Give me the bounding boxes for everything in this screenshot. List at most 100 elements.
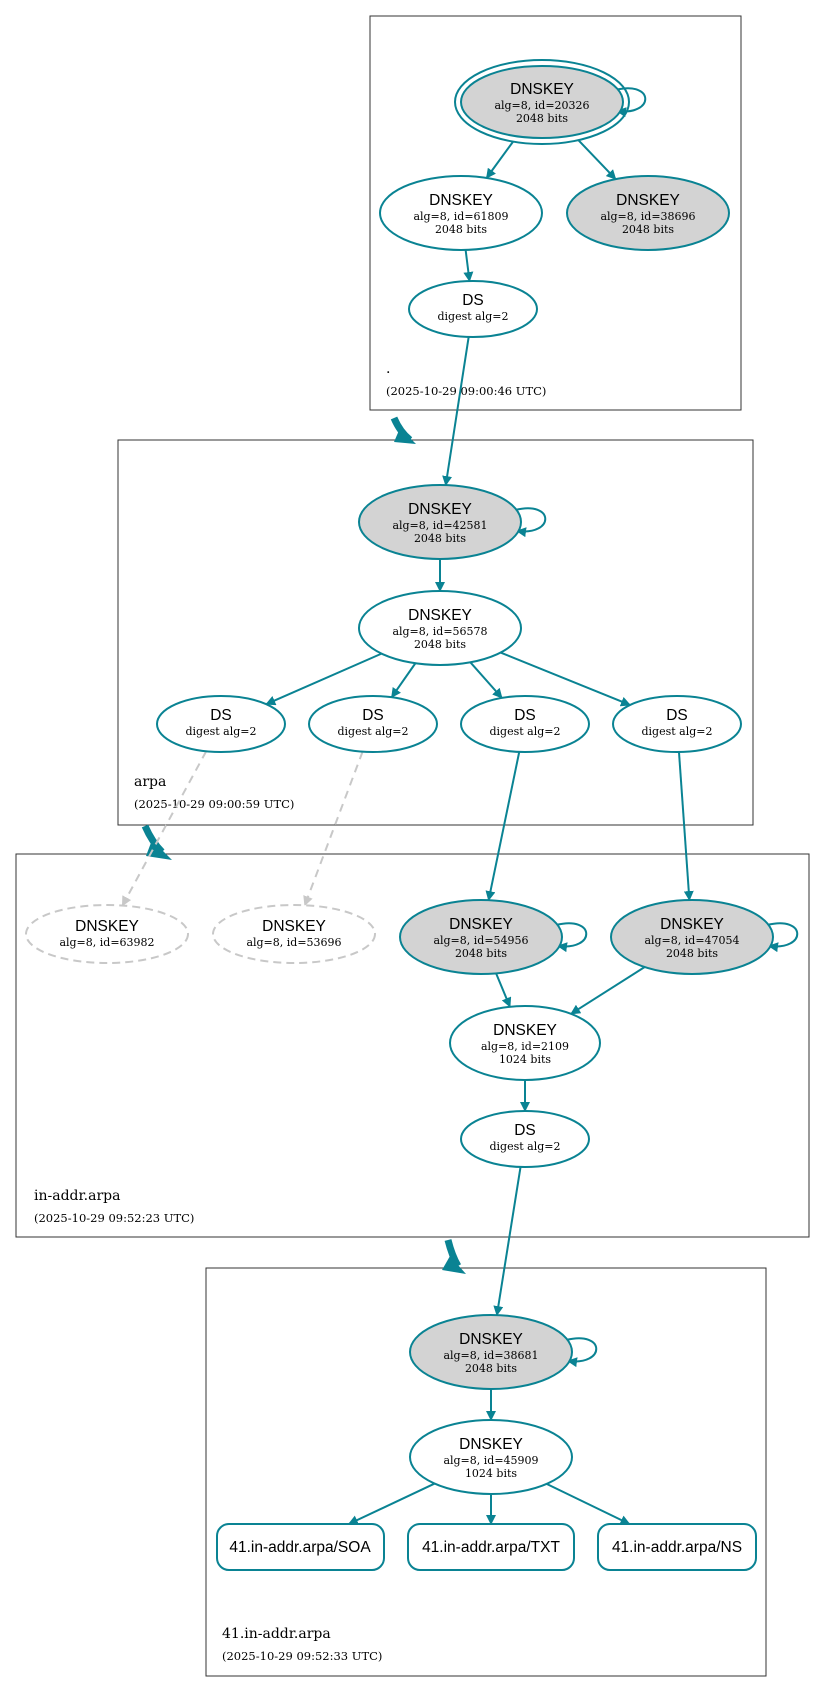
edge-z41-zsk-to-rr-soa — [347, 1482, 436, 1525]
node-title: DNSKEY — [408, 607, 472, 624]
edge-arpa-zsk-to-arpa-ds1 — [265, 652, 382, 706]
node-title: DNSKEY — [459, 1331, 523, 1348]
rrset-label: 41.in-addr.arpa/TXT — [422, 1539, 560, 1556]
rrset-label: 41.in-addr.arpa/NS — [612, 1539, 742, 1556]
edge-arpa-zsk-to-arpa-ds3 — [469, 661, 503, 699]
node-arpa-zsk[interactable]: DNSKEY alg=8, id=56578 2048 bits — [358, 590, 522, 666]
self-signature-loops — [514, 87, 799, 1368]
zone-root-timestamp: (2025-10-29 09:00:46 UTC) — [386, 384, 546, 398]
node-in-addr-ksk-1[interactable]: DNSKEY alg=8, id=54956 2048 bits — [399, 899, 563, 975]
edge-arpa-ds1-to-ia-missing1 — [121, 750, 208, 907]
edge-root-zsk-to-root-ds — [463, 249, 474, 283]
node-shape — [409, 1419, 573, 1495]
node-key-size: 2048 bits — [622, 223, 674, 236]
node-shape — [460, 695, 590, 753]
node-shape — [612, 695, 742, 753]
node-arpa-ds-3[interactable]: DS digest alg=2 — [460, 695, 590, 753]
node-title: DNSKEY — [262, 918, 326, 935]
rrset-txt[interactable]: 41.in-addr.arpa/TXT — [407, 1523, 575, 1571]
node-key-size: 1024 bits — [499, 1053, 551, 1066]
node-shape — [308, 695, 438, 753]
node-shape — [449, 1005, 601, 1081]
node-key-size: 2048 bits — [516, 112, 568, 125]
node-digest-info: digest alg=2 — [337, 725, 408, 738]
delegation-arrow-arpa-inaddr-head — [146, 840, 172, 860]
node-arpa-ksk[interactable]: DNSKEY alg=8, id=42581 2048 bits — [358, 484, 522, 560]
zone-in-addr-arpa-timestamp: (2025-10-29 09:52:23 UTC) — [34, 1211, 194, 1225]
node-shape — [379, 175, 543, 251]
node-title: DNSKEY — [449, 916, 513, 933]
node-shape — [399, 899, 563, 975]
node-key-info: alg=8, id=42581 — [392, 519, 487, 532]
node-digest-info: digest alg=2 — [437, 310, 508, 323]
node-shape — [408, 280, 538, 338]
node-key-size: 1024 bits — [465, 1467, 517, 1480]
node-key-info: alg=8, id=61809 — [413, 210, 508, 223]
node-key-info: alg=8, id=20326 — [494, 99, 589, 112]
node-title: DNSKEY — [429, 192, 493, 209]
zone-arpa-name: arpa — [134, 774, 166, 790]
delegation-arrows — [141, 416, 466, 1274]
node-key-info: alg=8, id=53696 — [246, 936, 341, 949]
edge-arpa-ds3-to-ia-ksk1 — [485, 751, 521, 902]
node-title: DNSKEY — [660, 916, 724, 933]
edges — [121, 139, 694, 1525]
trust-anchor-ring — [454, 59, 630, 145]
node-key-info: alg=8, id=45909 — [443, 1454, 538, 1467]
node-title: DNSKEY — [493, 1022, 557, 1039]
delegation-arrow-root-arpa-head — [394, 428, 416, 444]
node-title: DS — [666, 707, 688, 724]
node-title: DS — [362, 707, 384, 724]
node-41-ksk[interactable]: DNSKEY alg=8, id=38681 2048 bits — [409, 1314, 573, 1390]
zone-41-in-addr-arpa-name: 41.in-addr.arpa — [222, 1626, 331, 1642]
node-shape — [358, 590, 522, 666]
node-title: DS — [514, 707, 536, 724]
edge-ia-ksk1-to-ia-zsk — [495, 972, 512, 1008]
node-arpa-ds-4[interactable]: DS digest alg=2 — [612, 695, 742, 753]
node-digest-info: digest alg=2 — [641, 725, 712, 738]
node-in-addr-missing-key-1[interactable]: DNSKEY alg=8, id=63982 — [25, 904, 189, 964]
self-signature-loop-arpa-ksk — [514, 507, 547, 538]
node-in-addr-missing-key-2[interactable]: DNSKEY alg=8, id=53696 — [212, 904, 376, 964]
node-title: DS — [462, 292, 484, 309]
node-digest-info: digest alg=2 — [185, 725, 256, 738]
rrset-ns[interactable]: 41.in-addr.arpa/NS — [597, 1523, 757, 1571]
node-key-size: 2048 bits — [465, 1362, 517, 1375]
rrset-soa[interactable]: 41.in-addr.arpa/SOA — [216, 1523, 385, 1571]
node-key-size: 2048 bits — [414, 638, 466, 651]
node-root-key3[interactable]: DNSKEY alg=8, id=38696 2048 bits — [566, 175, 730, 251]
rrset-label: 41.in-addr.arpa/SOA — [229, 1539, 371, 1556]
node-in-addr-ksk-2[interactable]: DNSKEY alg=8, id=47054 2048 bits — [610, 899, 774, 975]
node-41-zsk[interactable]: DNSKEY alg=8, id=45909 1024 bits — [409, 1419, 573, 1495]
node-shape — [156, 695, 286, 753]
node-in-addr-ds[interactable]: DS digest alg=2 — [460, 1110, 590, 1168]
node-in-addr-zsk[interactable]: DNSKEY alg=8, id=2109 1024 bits — [449, 1005, 601, 1081]
rrset-shape — [407, 1523, 575, 1571]
node-shape — [25, 904, 189, 964]
node-key-info: alg=8, id=47054 — [644, 934, 739, 947]
node-key-info: alg=8, id=38681 — [443, 1349, 538, 1362]
node-title: DNSKEY — [510, 81, 574, 98]
edge-z41-zsk-to-rr-ns — [546, 1483, 631, 1525]
node-root-ds[interactable]: DS digest alg=2 — [408, 280, 538, 338]
edge-root-ksk-to-root-key3 — [577, 139, 617, 180]
node-root-ksk[interactable]: DNSKEY alg=8, id=20326 2048 bits — [454, 59, 630, 145]
edge-arpa-ds4-to-ia-ksk2 — [677, 751, 694, 902]
node-arpa-ds-1[interactable]: DS digest alg=2 — [156, 695, 286, 753]
node-digest-info: digest alg=2 — [489, 725, 560, 738]
node-shape — [460, 65, 624, 139]
node-key-info: alg=8, id=56578 — [392, 625, 487, 638]
zone-in-addr-arpa-name: in-addr.arpa — [34, 1188, 120, 1204]
node-key-info: alg=8, id=63982 — [59, 936, 154, 949]
node-arpa-ds-2[interactable]: DS digest alg=2 — [308, 695, 438, 753]
node-title: DNSKEY — [75, 918, 139, 935]
self-signature-loop-ia-ksk2 — [766, 922, 799, 953]
edge-arpa-zsk-to-arpa-ds4 — [500, 651, 631, 707]
edge-ia-ksk2-to-ia-zsk — [570, 966, 646, 1015]
node-shape — [566, 175, 730, 251]
edge-root-ds-to-arpa-ksk — [442, 336, 470, 487]
node-shape — [409, 1314, 573, 1390]
delegation-arrow-inaddr-41-head — [442, 1256, 466, 1274]
node-root-zsk[interactable]: DNSKEY alg=8, id=61809 2048 bits — [379, 175, 543, 251]
rrset-shape — [216, 1523, 385, 1571]
